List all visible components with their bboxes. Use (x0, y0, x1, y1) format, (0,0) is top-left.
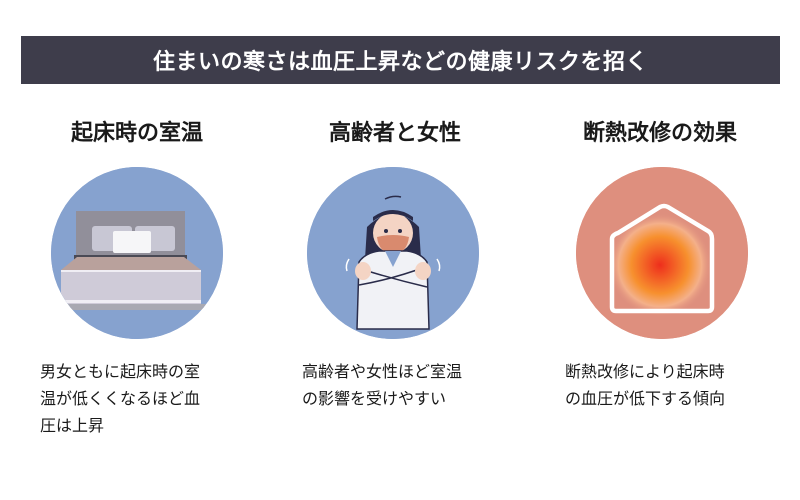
warm-house-icon (576, 167, 748, 339)
banner-title: 住まいの寒さは血圧上昇などの健康リスクを招く (152, 50, 648, 75)
column-title: 断熱改修の効果 (582, 121, 737, 146)
column-description: 断熱改修により起床時 の血圧が低下する傾向 (565, 358, 725, 412)
description-line: の血圧が低下する傾向 (565, 389, 726, 408)
description-line: 高齢者や女性ほど室温 (302, 362, 463, 381)
description-line: の影響を受けやすい (302, 389, 447, 408)
column-description: 男女ともに起床時の室 温が低くくなるほど血 圧は上昇 (40, 358, 200, 439)
description-line: 温が低くくなるほど血 (40, 389, 201, 408)
column-title: 高齢者と女性 (328, 121, 461, 146)
column-title: 起床時の室温 (70, 121, 203, 146)
description-line: 圧は上昇 (40, 416, 105, 435)
description-line: 男女ともに起床時の室 (40, 362, 201, 381)
column-description: 高齢者や女性ほど室温 の影響を受けやすい (302, 358, 462, 412)
shivering-woman-icon (307, 167, 479, 339)
title-banner: 住まいの寒さは血圧上昇などの健康リスクを招く (21, 36, 780, 84)
bed-icon (51, 167, 223, 339)
description-line: 断熱改修により起床時 (565, 362, 725, 381)
